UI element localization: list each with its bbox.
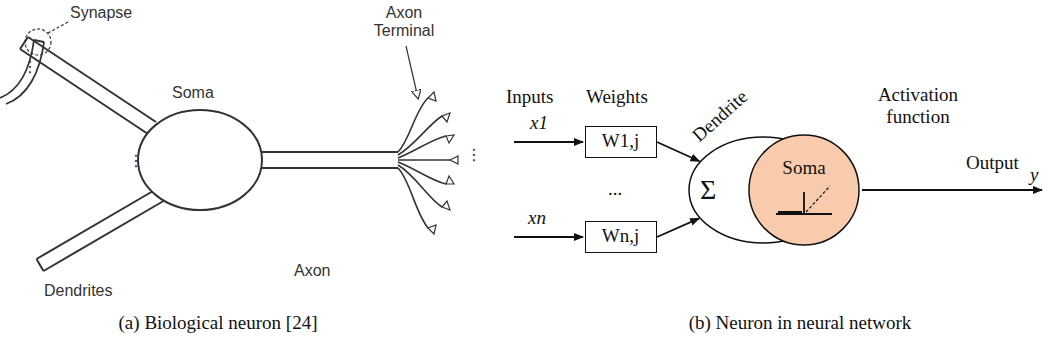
ellipsis-mark: ⋮ (466, 146, 482, 164)
weight-label: W1,j (602, 131, 639, 152)
part-name: Soma (172, 84, 214, 102)
signal-name: y (1030, 164, 1038, 186)
axis-label: Weights (586, 86, 648, 108)
signal-arrow (657, 218, 699, 237)
output-label: Output (966, 152, 1019, 174)
weight-box: Wn,j (585, 221, 657, 253)
part-name: Synapse (70, 4, 132, 22)
signal-arrow (657, 142, 700, 161)
ellipsis-mark: ... (608, 178, 622, 200)
caption: (a) Biological neuron [24] (119, 312, 318, 334)
caption: (b) Neuron in neural network (689, 312, 912, 334)
axis-label: Inputs (506, 86, 554, 108)
biological-neuron (0, 22, 458, 271)
signal-name: x1 (530, 112, 548, 134)
dendrite-oval: DendriteΣSoma (688, 136, 838, 244)
part-name: Axon (294, 262, 330, 280)
ellipsis-mark: ⋮ (22, 58, 38, 76)
part-name: Dendrites (44, 282, 112, 300)
sum-symbol: Σ (700, 175, 716, 206)
circle-outline (748, 134, 860, 246)
function-label: Activation function (862, 84, 974, 128)
signal-name: xn (528, 207, 546, 229)
weight-box: W1,j (585, 126, 657, 158)
weight-label: Wn,j (602, 226, 639, 247)
part-name: Dendrite (688, 86, 751, 146)
activation-symbol (776, 186, 832, 214)
ellipsis-mark: ⋮ (128, 152, 144, 170)
soma-circle: Soma (748, 134, 860, 246)
part-name: Axon Terminal (368, 4, 440, 41)
node-label: Soma (782, 158, 825, 179)
